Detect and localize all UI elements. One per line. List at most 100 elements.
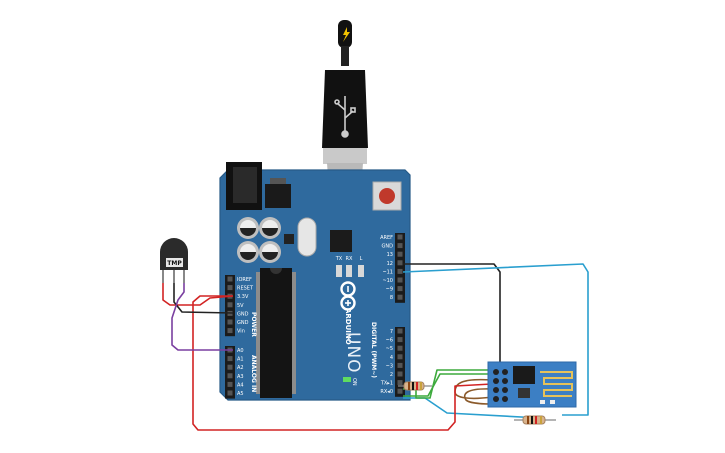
capacitor-1 <box>237 217 259 239</box>
esp-pins[interactable] <box>493 369 508 402</box>
pin-socket[interactable] <box>397 268 403 274</box>
wire-teal-bottom[interactable] <box>403 397 541 419</box>
pin-label: 2 <box>390 372 393 378</box>
pin-socket[interactable] <box>397 260 403 266</box>
reset-button[interactable] <box>372 181 402 211</box>
pin-label: 13 <box>387 252 393 258</box>
pin-socket[interactable] <box>397 354 403 360</box>
on-led <box>343 377 351 382</box>
pin-socket[interactable] <box>227 276 233 282</box>
capacitor-2 <box>259 217 281 239</box>
pin-socket[interactable] <box>397 286 403 292</box>
digital-header-body <box>395 327 405 397</box>
resistor-2[interactable] <box>514 415 556 425</box>
pin-socket[interactable] <box>397 380 403 386</box>
pin-label: A0 <box>237 348 244 354</box>
tmp-label: TMP <box>167 260 182 267</box>
pin-socket[interactable] <box>397 294 403 300</box>
wire-teal-top[interactable] <box>402 263 589 416</box>
pin-socket[interactable] <box>227 381 233 387</box>
wire-black-gnd-esp[interactable] <box>403 263 501 365</box>
resistor-1[interactable] <box>398 381 432 391</box>
dc-jack <box>226 162 262 210</box>
pin-socket[interactable] <box>227 328 233 334</box>
pin-socket[interactable] <box>397 234 403 240</box>
pin-socket[interactable] <box>227 356 233 362</box>
wire-purple-a0[interactable] <box>171 282 233 351</box>
antenna-icon <box>540 371 573 397</box>
pin-label: GND <box>237 320 249 326</box>
pin-label: Vin <box>237 329 245 335</box>
model-label: UNO <box>343 332 363 374</box>
l-led: L <box>358 256 364 277</box>
pin-socket[interactable] <box>397 388 403 394</box>
pin-socket[interactable] <box>397 328 403 334</box>
esp-flash <box>518 388 530 398</box>
pin-socket[interactable] <box>227 285 233 291</box>
voltage-regulator <box>265 178 291 208</box>
usb-chip <box>330 230 352 252</box>
pin-label: AREF <box>380 235 393 241</box>
lightning-icon <box>343 27 350 42</box>
capacitor-4 <box>259 241 281 263</box>
pin-label: IOREF <box>237 277 252 283</box>
analog-header-body <box>225 346 235 399</box>
wire-brown-2[interactable] <box>463 388 493 405</box>
pin-label: 4 <box>390 355 393 361</box>
crystal-oscillator <box>297 217 317 257</box>
esp-chip <box>513 366 535 384</box>
pin-socket[interactable] <box>227 319 233 325</box>
pin-label: 5V <box>237 303 244 309</box>
pin-socket[interactable] <box>227 364 233 370</box>
pin-label: 12 <box>387 261 393 267</box>
esp8266-module[interactable] <box>487 361 577 408</box>
wire-red-sensor[interactable] <box>162 282 234 306</box>
rx-led: RX <box>346 256 353 277</box>
small-chip <box>284 234 294 244</box>
pin-socket[interactable] <box>227 373 233 379</box>
pin-label: A5 <box>237 391 244 397</box>
pin-label: A3 <box>237 374 244 380</box>
pin-socket[interactable] <box>397 362 403 368</box>
wire-black-sensor[interactable] <box>173 282 234 314</box>
pin-label: 8 <box>390 295 393 301</box>
analog-header-title: ANALOG IN <box>250 355 257 392</box>
tmp-sensor[interactable]: TMP <box>160 238 188 283</box>
pin-socket[interactable] <box>397 251 403 257</box>
pin-socket[interactable] <box>227 390 233 396</box>
on-label: ON <box>351 378 357 386</box>
pin-socket[interactable] <box>397 337 403 343</box>
top-right-header-body <box>395 233 405 303</box>
brand-label: ARDUINO <box>344 308 352 345</box>
pin-socket[interactable] <box>397 345 403 351</box>
pin-label: ~3 <box>386 363 393 369</box>
pin-label: ~9 <box>386 287 393 293</box>
pin-socket[interactable] <box>397 243 403 249</box>
pin-socket[interactable] <box>227 302 233 308</box>
svg-text:RX: RX <box>346 256 353 262</box>
power-header-title: POWER <box>250 312 257 337</box>
pin-label: RESET <box>237 286 254 292</box>
tx-led: TX <box>335 256 343 277</box>
pin-label: GND <box>382 244 394 250</box>
pin-label: ~6 <box>386 338 393 344</box>
pin-socket[interactable] <box>397 277 403 283</box>
wire-red-5v[interactable] <box>192 295 493 431</box>
pin-label: A4 <box>237 382 244 388</box>
pin-label: A1 <box>237 357 244 363</box>
svg-text:L: L <box>360 256 363 262</box>
esp-leds <box>540 400 555 404</box>
pin-label: GND <box>237 311 249 317</box>
pin-label: ~10 <box>382 278 393 284</box>
wire-green-rx[interactable] <box>403 373 490 397</box>
pin-label: 7 <box>390 329 393 335</box>
arduino-uno-board[interactable]: TX RX L ARDUINO UNO ON <box>219 162 411 401</box>
pin-label: RX◂0 <box>380 389 393 395</box>
pin-label: A2 <box>237 365 244 371</box>
pin-socket[interactable] <box>397 371 403 377</box>
arduino-infinity-logo-icon <box>340 281 356 311</box>
